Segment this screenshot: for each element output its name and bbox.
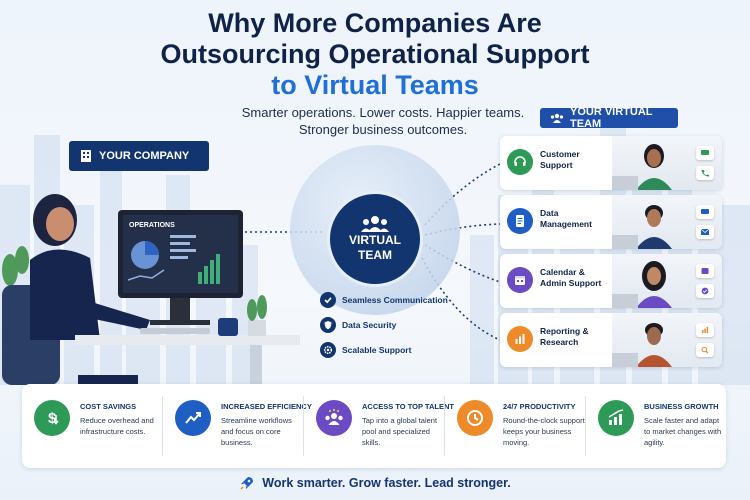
benefit-description: Scale faster and adapt to market changes… bbox=[644, 416, 722, 447]
team-card-reporting-research: Reporting & Research bbox=[500, 313, 722, 367]
benefit-increased-efficiency: INCREASED EFFICIENCY Streamline workflow… bbox=[163, 384, 312, 468]
document-icon bbox=[507, 208, 533, 234]
tagline: Work smarter. Grow faster. Lead stronger… bbox=[0, 472, 750, 494]
your-virtual-team-label: YOUR VIRTUAL TEAM bbox=[570, 106, 653, 130]
benefit-cost-savings: $ COST SAVINGS Reduce overhead and infra… bbox=[22, 384, 162, 468]
benefit-business-growth: BUSINESS GROWTH Scale faster and adapt t… bbox=[586, 384, 726, 468]
clock-icon bbox=[457, 400, 493, 436]
calendar-icon bbox=[507, 267, 533, 293]
benefit-title: BUSINESS GROWTH bbox=[644, 402, 719, 411]
gear-icon bbox=[320, 341, 336, 358]
headset-icon bbox=[507, 149, 533, 175]
shield-icon bbox=[320, 316, 336, 333]
feature-seamless-communication: Seamless Communication bbox=[320, 287, 470, 312]
title-line-2: Outsourcing Operational Support bbox=[160, 39, 590, 69]
benefits-panel: $ COST SAVINGS Reduce overhead and infra… bbox=[22, 384, 726, 468]
team-card-data-management: Data Management bbox=[500, 195, 722, 249]
divider bbox=[585, 396, 586, 456]
check-icon bbox=[696, 284, 714, 298]
virtual-team-hub: VIRTUAL TEAM bbox=[327, 191, 423, 287]
team-member-photo bbox=[604, 195, 722, 249]
mail-icon bbox=[696, 225, 714, 239]
phone-icon bbox=[696, 166, 714, 180]
team-people-icon bbox=[361, 216, 389, 232]
your-virtual-team-badge: YOUR VIRTUAL TEAM bbox=[540, 106, 678, 130]
title-line-3: to Virtual Teams bbox=[271, 70, 479, 100]
svg-text:$: $ bbox=[48, 410, 57, 427]
virtual-team-label: VIRTUAL TEAM bbox=[349, 233, 401, 262]
rocket-icon bbox=[240, 477, 254, 490]
chat-icon bbox=[696, 146, 714, 160]
team-card-calendar-admin-support: Calendar & Admin Support bbox=[500, 254, 722, 308]
tagline-text: Work smarter. Grow faster. Lead stronger… bbox=[262, 476, 511, 490]
people-icon bbox=[550, 113, 564, 123]
title-line-1: Why More Companies Are bbox=[208, 8, 542, 38]
plant-left bbox=[2, 246, 29, 286]
team-role-label: Reporting & Research bbox=[540, 326, 589, 347]
team-member-photo bbox=[604, 254, 722, 308]
benefit-description: Round-the-clock support keeps your busin… bbox=[503, 416, 585, 447]
people-icon bbox=[316, 400, 352, 436]
feature-label: Data Security bbox=[342, 319, 397, 330]
office-worker-illustration bbox=[2, 194, 300, 385]
team-role-label: Data Management bbox=[540, 208, 592, 229]
feature-data-security: Data Security bbox=[320, 312, 470, 337]
divider bbox=[444, 396, 445, 456]
team-member-photo bbox=[604, 313, 722, 367]
page-title: Why More Companies Are Outsourcing Opera… bbox=[0, 8, 750, 101]
divider bbox=[303, 396, 304, 456]
feature-scalable-support: Scalable Support bbox=[320, 337, 470, 362]
feature-label: Scalable Support bbox=[342, 344, 412, 355]
bar-chart-icon bbox=[507, 326, 533, 352]
feature-label: Seamless Communication bbox=[342, 294, 448, 305]
team-role-label: Customer Support bbox=[540, 149, 580, 170]
trend-up-icon bbox=[175, 400, 211, 436]
check-icon bbox=[320, 291, 336, 308]
chat-icon bbox=[696, 205, 714, 219]
divider bbox=[162, 396, 163, 456]
benefit-title: INCREASED EFFICIENCY bbox=[221, 402, 312, 411]
dollar-icon: $ bbox=[34, 400, 70, 436]
growth-chart-icon bbox=[598, 400, 634, 436]
benefit-description: Reduce overhead and infrastructure costs… bbox=[80, 416, 154, 436]
benefit-access-to-top-talent: ACCESS TO TOP TALENT Tap into a global t… bbox=[304, 384, 454, 468]
building-icon bbox=[81, 150, 91, 162]
virtual-team-features: Seamless Communication Data Security Sca… bbox=[320, 287, 470, 362]
monitor-label: OPERATIONS bbox=[129, 222, 175, 229]
benefit-title: 24/7 PRODUCTIVITY bbox=[503, 402, 576, 411]
your-company-badge: YOUR COMPANY bbox=[69, 141, 209, 171]
search-icon bbox=[696, 343, 714, 357]
your-company-label: YOUR COMPANY bbox=[99, 150, 190, 162]
bar-chart-icon bbox=[696, 323, 714, 337]
team-member-photo bbox=[604, 136, 722, 190]
calendar-icon bbox=[696, 264, 714, 278]
benefit-title: ACCESS TO TOP TALENT bbox=[362, 402, 454, 411]
benefit-description: Streamline workflows and focus on core b… bbox=[221, 416, 292, 447]
benefit-24-7-productivity: 24/7 PRODUCTIVITY Round-the-clock suppor… bbox=[445, 384, 585, 468]
team-card-customer-support: Customer Support bbox=[500, 136, 722, 190]
team-role-label: Calendar & Admin Support bbox=[540, 267, 602, 288]
subtitle: Smarter operations. Lower costs. Happier… bbox=[241, 105, 525, 137]
benefit-title: COST SAVINGS bbox=[80, 402, 137, 411]
benefit-description: Tap into a global talent pool and specia… bbox=[362, 416, 438, 447]
